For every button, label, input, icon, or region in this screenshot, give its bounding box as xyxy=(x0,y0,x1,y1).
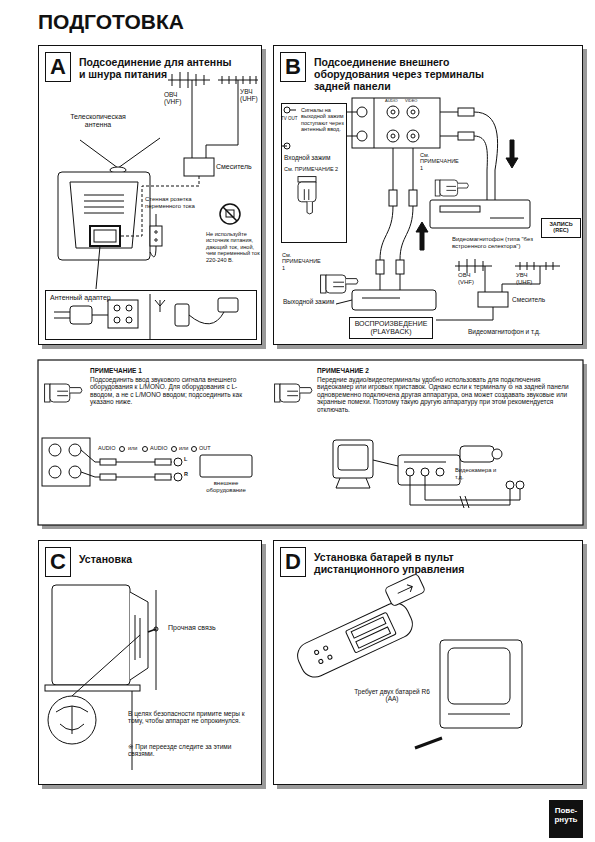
node-text: См. ПРИМЕЧАНИЕ 2 xyxy=(284,166,346,172)
mode-box: ЗАПИСЬ (REC) xyxy=(541,218,581,238)
antenna-label: УВЧ (UHF) xyxy=(240,88,261,103)
part-label: Прочная связь xyxy=(168,624,216,632)
terminal-label: AUDIO xyxy=(385,99,398,104)
terminal-label: или xyxy=(128,445,137,451)
battery-note: Требует двух батарей R6 (AA) xyxy=(352,688,432,703)
section-letter: D xyxy=(280,547,306,577)
terminal-label: VIDEO xyxy=(405,99,417,104)
node-text: Передние аудио/видеотерминалы удобно исп… xyxy=(317,376,577,413)
node-heading: D xyxy=(281,549,305,574)
terminal-label: AUDIO xyxy=(98,445,115,451)
mode-box: ВОСПРОИЗВЕДЕНИЕ (PLAYBACK) xyxy=(349,317,433,339)
node-heading: B xyxy=(281,54,305,79)
external-equipment xyxy=(200,455,252,477)
pointing-hand xyxy=(275,384,312,402)
terminal-label: Выходной зажим xyxy=(283,298,334,305)
section-letter: A xyxy=(45,52,71,82)
terminal-label: AUDIO xyxy=(150,445,167,451)
page-title: ПОДГОТОВКА xyxy=(38,10,184,34)
part-label: Стенная розетка переменного тока xyxy=(145,196,207,210)
channel-label: R xyxy=(184,471,188,477)
node-heading: Антенный адаптер xyxy=(50,294,111,302)
node-heading: Пове- рнуть xyxy=(551,806,581,824)
warning-note: Не используйте источник питания, дающий … xyxy=(206,231,261,263)
section-panel: Установка батарей в пульт дистанционного… xyxy=(273,540,583,785)
note-block: ПРИМЕЧАНИЕ 1 Подсоединить ввод звукового … xyxy=(38,360,262,525)
section-panel: Подсоединение для антенны и шнура питани… xyxy=(38,45,262,345)
antenna-label: УВЧ (UHF) xyxy=(516,272,538,286)
node-heading: Подсоединение внешнего оборудования чере… xyxy=(314,56,514,92)
safety-note: В целях безопасности примите меры к тому… xyxy=(128,710,253,725)
terminal-panel xyxy=(42,438,90,486)
part-label: Смеситель xyxy=(216,163,252,171)
antenna-label: ОВЧ (VHF) xyxy=(164,91,191,106)
node-heading: Установка батарей в пульт дистанционного… xyxy=(314,551,534,575)
node-heading: ПРИМЕЧАНИЕ 1 xyxy=(90,367,255,374)
terminal-label: или xyxy=(179,445,188,451)
device-label: Видеомагнитофон (типа "без встроенного с… xyxy=(452,236,540,250)
device-label: Видеокамера и т.д. xyxy=(455,467,503,480)
node-heading: Установка xyxy=(79,553,249,565)
node-heading: Подсоединение для антенны и шнура питани… xyxy=(79,56,239,80)
antenna-label: ОВЧ (VHF) xyxy=(458,272,483,286)
terminal-label: OUT xyxy=(199,445,211,451)
break-mark xyxy=(460,496,469,508)
part-label: Смеситель xyxy=(512,296,545,303)
notes-panel xyxy=(38,360,583,525)
note-block: ПРИМЕЧАНИЕ 2 Передние аудио/видеотерминал… xyxy=(273,360,583,525)
section-letter: C xyxy=(45,547,71,577)
device-label: Видеомагнитофон и т.д. xyxy=(468,328,541,335)
inset-box: Антенный адаптер xyxy=(45,290,257,340)
note-reference: См. ПРИМЕЧАНИЕ 1 xyxy=(420,152,462,171)
node-heading: Сигналы на выходной зажим поступают чере… xyxy=(301,107,346,132)
safety-note: ※ При переезде следите за этими связями. xyxy=(128,743,253,758)
node-text: Подсоединить ввод звукового сигнала внеш… xyxy=(90,376,255,406)
antenna-label: Телескопическая антенна xyxy=(58,113,138,129)
node-text: Входной зажим xyxy=(284,154,346,161)
note-reference: См. ПРИМЕЧАНИЕ 1 xyxy=(282,252,324,271)
channel-label: L xyxy=(184,456,187,462)
node-heading: C xyxy=(46,549,70,574)
pointing-hand xyxy=(45,384,82,402)
audio-cables xyxy=(81,450,182,481)
terminal-label: TV OUT xyxy=(281,116,298,121)
device-label: внешнее оборудование xyxy=(196,480,256,494)
node-heading: ЗАПИСЬ (REC) xyxy=(542,221,580,234)
av-cables xyxy=(410,476,520,505)
node-heading: ПРИМЕЧАНИЕ 2 xyxy=(317,367,577,374)
section-letter: B xyxy=(280,52,306,82)
inset-box: Сигналы на выходной зажим поступают чере… xyxy=(281,103,347,243)
small-tv xyxy=(333,440,398,488)
node-heading: ВОСПРОИЗВЕДЕНИЕ (PLAYBACK) xyxy=(350,320,432,336)
front-panel xyxy=(398,455,460,485)
turn-page-tab: Пове- рнуть xyxy=(549,800,583,838)
node-heading: A xyxy=(46,54,70,79)
